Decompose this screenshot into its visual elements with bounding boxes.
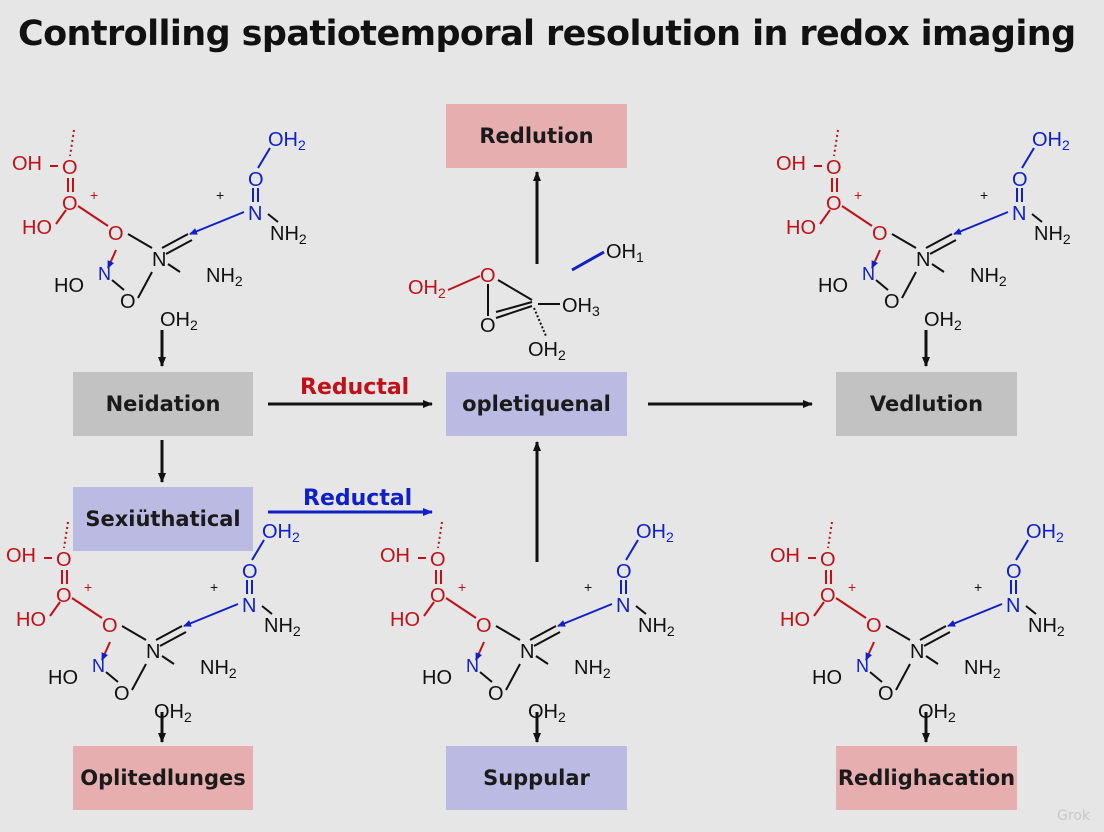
molecule-bottom-right xyxy=(770,521,1065,725)
node-suppular: Suppular xyxy=(446,746,627,810)
molecule-top-right xyxy=(776,129,1071,333)
node-vedlution: Vedlution xyxy=(836,372,1017,436)
molecule-bottom-center xyxy=(380,521,675,725)
edge-label-reductal-blue: Reductal xyxy=(303,486,412,511)
molecule-bottom-left xyxy=(6,521,301,725)
node-redlution: Redlution xyxy=(446,104,627,168)
node-neidation: Neidation xyxy=(73,372,253,436)
center-oh1-label: OH1 xyxy=(606,241,644,265)
diagram-title: Controlling spatiotemporal resolution in… xyxy=(18,14,1076,54)
center-oh3-label: OH3 xyxy=(562,295,600,319)
node-sexiuthatical: Sexiüthatical xyxy=(73,487,253,551)
edge-label-reductal-red: Reductal xyxy=(300,375,409,400)
node-oplitedlunges: Oplitedlunges xyxy=(73,746,253,810)
center-oh2-left-label: OH2 xyxy=(408,277,446,301)
molecule-center: OH2 O O OH3 OH2 OH1 xyxy=(408,241,644,363)
node-redlighacation: Redlighacation xyxy=(836,746,1017,810)
center-o-label: O xyxy=(480,315,496,337)
center-o-label: O xyxy=(480,265,496,287)
molecule-top-left xyxy=(12,129,307,333)
node-opletiquenal: opletiquenal xyxy=(446,372,627,436)
watermark: Grok xyxy=(1057,808,1090,824)
center-oh2-bottom-label: OH2 xyxy=(528,339,566,363)
